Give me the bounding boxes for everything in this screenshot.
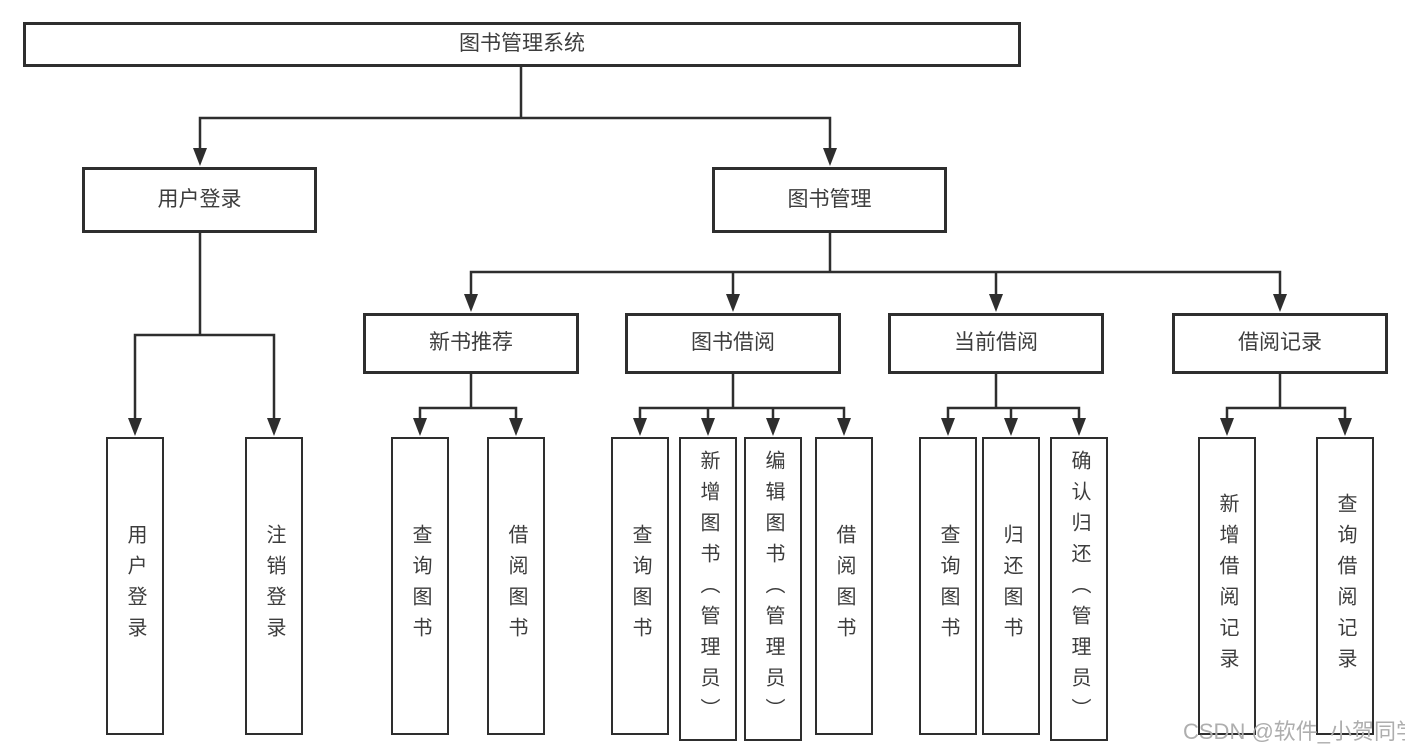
node-label: 查询图书 (937, 524, 959, 648)
arrowhead (1220, 418, 1234, 436)
node-label: 借阅记录 (1238, 331, 1322, 355)
arrowhead (128, 418, 142, 436)
node-leaf-borrow-books-recommend: 借阅图书 (487, 437, 545, 735)
node-leaf-logout: 注销登录 (245, 437, 303, 735)
edge-new-book-to-leaves (413, 372, 523, 436)
arrowhead (413, 418, 427, 436)
node-label: 当前借阅 (954, 331, 1038, 355)
node-user-login: 用户登录 (82, 167, 317, 233)
arrowhead (1338, 418, 1352, 436)
node-leaf-query-books-current: 查询图书 (919, 437, 977, 735)
node-label: 用户登录 (157, 187, 242, 211)
node-label: 注销登录 (263, 524, 285, 648)
node-leaf-query-borrow-record: 查询借阅记录 (1316, 437, 1374, 735)
arrowhead (823, 148, 837, 166)
node-label: 新增借阅记录 (1216, 493, 1238, 679)
arrowhead (837, 418, 851, 436)
node-label: 确认归还（管理员） (1068, 449, 1090, 729)
node-leaf-user-login: 用户登录 (106, 437, 164, 735)
node-current-borrow: 当前借阅 (888, 313, 1104, 374)
node-label: 新增图书（管理员） (697, 449, 719, 729)
arrowhead (464, 294, 478, 312)
arrowhead (701, 418, 715, 436)
node-label: 查询借阅记录 (1334, 493, 1356, 679)
arrowhead (1072, 418, 1086, 436)
node-label: 编辑图书（管理员） (762, 449, 784, 729)
edge-current-borrow-to-leaves (941, 372, 1086, 436)
node-label: 查询图书 (409, 524, 431, 648)
node-leaf-borrow-books: 借阅图书 (815, 437, 873, 735)
node-leaf-query-books-recommend: 查询图书 (391, 437, 449, 735)
arrowhead (941, 418, 955, 436)
node-book-management: 图书管理 (712, 167, 947, 233)
node-label: 归还图书 (1000, 524, 1022, 648)
node-borrow-record: 借阅记录 (1172, 313, 1388, 374)
node-label: 查询图书 (629, 524, 651, 648)
node-label: 图书借阅 (691, 331, 775, 355)
node-library-management-system: 图书管理系统 (23, 22, 1021, 67)
arrowhead (1273, 294, 1287, 312)
arrowhead (633, 418, 647, 436)
node-leaf-add-books-admin: 新增图书（管理员） (679, 437, 737, 741)
arrowhead (1004, 418, 1018, 436)
node-label: 图书管理 (787, 187, 872, 211)
node-new-book-recommend: 新书推荐 (363, 313, 579, 374)
arrowhead (193, 148, 207, 166)
node-book-borrow: 图书借阅 (625, 313, 841, 374)
edge-book-management-to-level3 (464, 231, 1287, 312)
node-label: 用户登录 (124, 524, 146, 648)
arrowhead (726, 294, 740, 312)
edge-borrow-record-to-leaves (1220, 372, 1352, 436)
node-leaf-return-books: 归还图书 (982, 437, 1040, 735)
arrowhead (989, 294, 1003, 312)
arrowhead (509, 418, 523, 436)
edge-root-to-level2 (193, 65, 837, 166)
node-leaf-confirm-return-admin: 确认归还（管理员） (1050, 437, 1108, 741)
watermark: CSDN @软件_小贺同学 (1183, 719, 1405, 744)
node-label: 借阅图书 (833, 524, 855, 648)
edge-book-borrow-to-leaves (633, 372, 851, 436)
edge-user-login-to-leaves (128, 231, 281, 436)
node-label: 图书管理系统 (459, 32, 585, 56)
node-leaf-edit-books-admin: 编辑图书（管理员） (744, 437, 802, 741)
node-leaf-add-borrow-record: 新增借阅记录 (1198, 437, 1256, 735)
arrowhead (267, 418, 281, 436)
node-leaf-query-books-borrow: 查询图书 (611, 437, 669, 735)
node-label: 借阅图书 (505, 524, 527, 648)
node-label: 新书推荐 (429, 331, 513, 355)
arrowhead (766, 418, 780, 436)
